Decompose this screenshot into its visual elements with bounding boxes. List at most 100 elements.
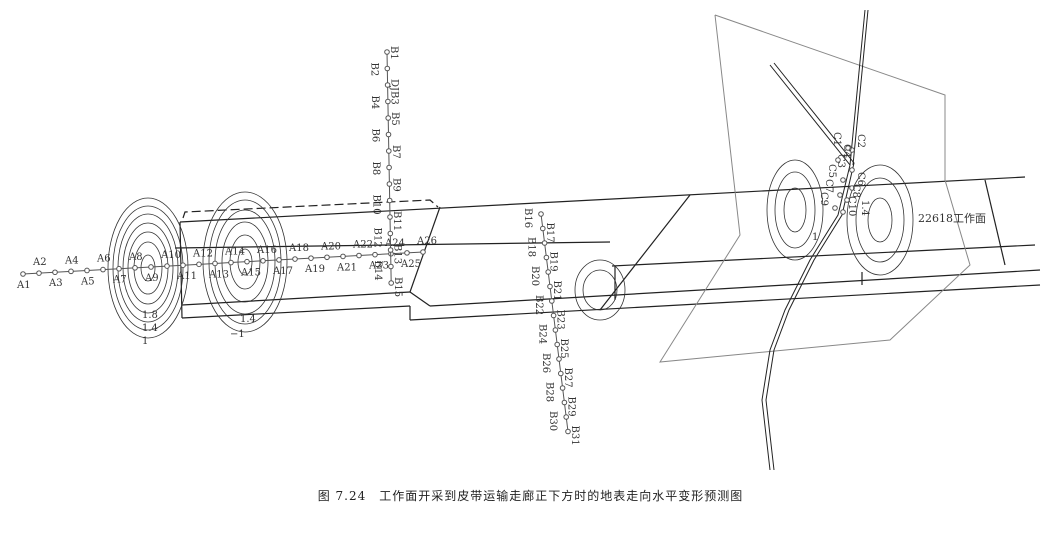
survey-point-marker: [387, 247, 394, 253]
survey-point-marker: [356, 252, 362, 259]
survey-point-marker: [835, 157, 841, 163]
survey-point-marker: [52, 269, 58, 276]
survey-point-marker: [387, 230, 394, 237]
point-label-a4: A4: [64, 255, 79, 266]
survey-points: A1A2A3A4A5A6A7A8A9A10A11A12A13A14A15A16A…: [16, 46, 866, 446]
point-label-b4: B4: [369, 96, 380, 110]
survey-point-marker: [543, 254, 550, 261]
point-label-b23: B23: [555, 310, 566, 330]
point-label-a3: A3: [48, 278, 63, 289]
point-label-a6: A6: [96, 254, 111, 265]
survey-point-marker: [385, 131, 392, 138]
survey-point-marker: [386, 164, 392, 171]
survey-point-marker: [386, 197, 393, 204]
point-label-a17: A17: [272, 266, 293, 277]
survey-point-marker: [386, 148, 392, 154]
point-label-a11: A11: [176, 271, 197, 282]
survey-point-marker: [212, 260, 218, 267]
point-label-c5: C5: [826, 164, 837, 178]
contour-label: 1.4: [142, 323, 158, 334]
point-label-a2: A2: [32, 257, 47, 268]
survey-point-marker: [388, 280, 395, 286]
survey-point-marker: [404, 250, 410, 256]
point-label-a1: A1: [16, 280, 31, 291]
survey-point-marker: [228, 259, 234, 266]
survey-point-marker: [292, 256, 298, 262]
survey-point-marker: [556, 356, 562, 362]
contour-label: −1: [230, 329, 245, 340]
survey-line: [540, 213, 569, 432]
point-label-c7: C7: [823, 179, 834, 193]
survey-point-marker: [563, 414, 570, 420]
point-label-b19: B19: [547, 252, 558, 272]
point-label-b16: B16: [522, 208, 533, 228]
survey-point-marker: [554, 341, 561, 348]
survey-point-marker: [547, 283, 553, 290]
survey-point-marker: [549, 298, 555, 304]
survey-point-marker: [837, 192, 843, 198]
survey-point-marker: [180, 262, 186, 269]
point-label-a13: A13: [208, 269, 229, 280]
survey-point-marker: [384, 65, 391, 72]
deformation-map: A1A2A3A4A5A6A7A8A9A10A11A12A13A14A15A16A…: [16, 9, 1041, 471]
point-label-b2: B2: [368, 63, 379, 77]
survey-point-marker: [384, 82, 391, 88]
point-label-a18: A18: [288, 243, 309, 254]
point-label-c10: C10: [846, 196, 857, 216]
contour-label: 1.4: [859, 200, 870, 216]
corridor-outline: [174, 176, 1041, 321]
contour-label: 1.4: [240, 314, 256, 325]
contour-label: 1.8: [142, 310, 158, 321]
point-label-b1: B1: [388, 46, 399, 60]
point-label-b25: B25: [558, 339, 569, 359]
survey-point-marker: [849, 167, 855, 173]
point-label-c4: C4: [841, 144, 852, 158]
survey-point-marker: [849, 185, 855, 191]
point-label-b6: B6: [370, 129, 381, 143]
point-label-b7: B7: [390, 145, 401, 159]
working-face-label: 22618工作面: [918, 212, 986, 225]
survey-point-marker: [844, 197, 850, 203]
survey-point-marker: [559, 385, 566, 391]
survey-point-marker: [545, 269, 552, 275]
point-label-b12: B12: [371, 228, 382, 248]
point-label-b21: B21: [551, 281, 562, 301]
point-label-b11: B11: [391, 211, 402, 231]
point-label-c8: C8: [850, 184, 861, 198]
point-label-b15: B15: [392, 277, 403, 297]
point-label-a10: A10: [160, 250, 181, 261]
survey-point-marker: [388, 263, 394, 270]
point-label-b26: B26: [540, 353, 551, 373]
survey-point-marker: [565, 428, 571, 435]
survey-point-marker: [308, 255, 314, 261]
point-label-b22: B22: [533, 295, 544, 315]
survey-point-marker: [550, 312, 557, 319]
point-label-a9: A9: [144, 273, 159, 284]
survey-point-marker: [561, 399, 568, 406]
point-label-b13: B13: [392, 244, 403, 264]
point-label-b27: B27: [562, 368, 573, 388]
point-label-djb3: DJB3: [389, 79, 400, 105]
survey-point-marker: [385, 115, 392, 121]
survey-point-marker: [849, 147, 855, 153]
survey-point-marker: [244, 258, 250, 265]
survey-point-marker: [558, 370, 564, 377]
point-label-a26: A26: [416, 236, 437, 247]
point-label-c6: C6: [855, 172, 866, 186]
point-label-b9: B9: [390, 178, 401, 192]
point-label-c1: C1: [831, 132, 842, 146]
point-label-b17: B17: [544, 223, 555, 243]
survey-point-marker: [386, 181, 393, 187]
point-label-a12: A12: [192, 248, 213, 259]
contour-label: 1: [142, 336, 148, 347]
point-label-b30: B30: [547, 411, 558, 431]
point-label-a20: A20: [320, 241, 341, 252]
survey-point-marker: [387, 214, 393, 220]
survey-point-marker: [196, 261, 202, 268]
point-label-b14: B14: [372, 261, 383, 281]
point-label-a14: A14: [224, 247, 245, 258]
survey-point-marker: [276, 257, 282, 263]
survey-boundary: [659, 14, 971, 363]
survey-point-marker: [116, 265, 122, 272]
survey-point-marker: [164, 263, 170, 269]
